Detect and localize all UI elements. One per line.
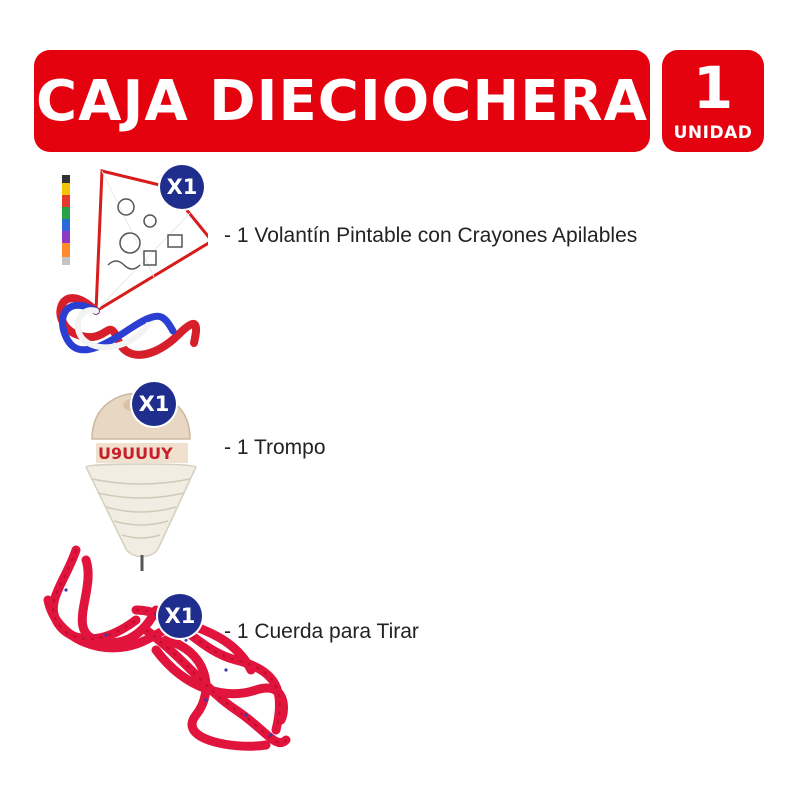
item-label-rope: - 1 Cuerda para Tirar bbox=[224, 620, 419, 643]
list-item-kite: X1 - 1 Volantín Pintable con Crayones Ap… bbox=[0, 165, 800, 365]
title-banner: CAJA DIECIOCHERA bbox=[34, 50, 650, 152]
item-label-top: - 1 Trompo bbox=[224, 436, 326, 459]
svg-text:U9UUUY: U9UUUY bbox=[98, 444, 173, 463]
page-title: CAJA DIECIOCHERA bbox=[36, 68, 648, 134]
quantity-badge: X1 bbox=[132, 382, 176, 426]
list-item-top: U9UUUY X1 - 1 Trompo bbox=[0, 380, 800, 575]
item-label-kite: - 1 Volantín Pintable con Crayones Apila… bbox=[224, 224, 638, 247]
unit-badge: 1 UNIDAD bbox=[662, 50, 764, 152]
list-item-rope: X1 - 1 Cuerda para Tirar bbox=[0, 540, 800, 760]
quantity-badge: X1 bbox=[160, 165, 204, 209]
rope-image bbox=[43, 545, 291, 751]
unit-quantity: 1 bbox=[692, 54, 734, 122]
quantity-badge: X1 bbox=[158, 594, 202, 638]
unit-label: UNIDAD bbox=[673, 123, 753, 143]
